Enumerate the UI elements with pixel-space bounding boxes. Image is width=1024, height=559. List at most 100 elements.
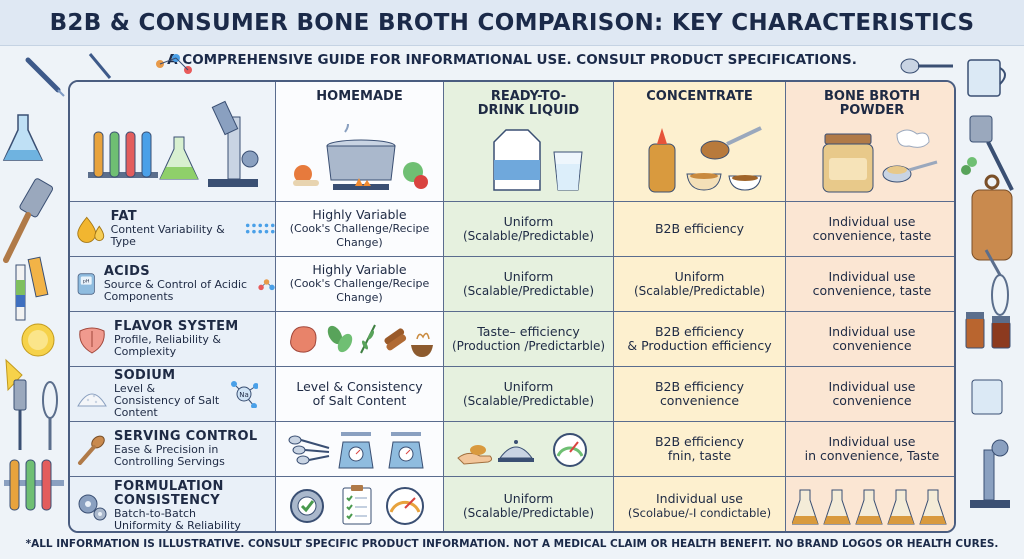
test-tubes-icon [4, 459, 64, 511]
column-header-concentrate: CONCENTRATE [614, 82, 786, 202]
footer-disclaimer: *ALL INFORMATION IS ILLUSTRATIVE. CONSUL… [25, 538, 999, 550]
svg-text:pH: pH [83, 279, 90, 285]
spice-jars-icon [965, 312, 1011, 349]
gear-check-icon [289, 489, 324, 523]
title-bar: B2B & CONSUMER BONE BROTH COMPARISON: KE… [0, 0, 1024, 46]
spice-bowl-icon [410, 332, 433, 357]
bowl-icon [685, 173, 722, 191]
comparison-table: HOMEMADE READY-TO-DRINK LIQUID CONCENTRA… [68, 80, 956, 533]
cell-acids-homemade: Highly Variable(Cook's Challenge/Recipe … [276, 257, 444, 312]
spoon-icon [700, 126, 762, 160]
spatula-small-icon [13, 379, 27, 450]
measuring-spoons-icon [288, 435, 329, 465]
cell-formulation-rtd: Uniform(Scalable/Predictable) [444, 477, 614, 531]
cell-formulation-powder [786, 477, 954, 531]
serving-tools-icon [456, 433, 587, 467]
cutting-board-icon [971, 174, 1013, 261]
measuring-cup-icon [967, 59, 1006, 97]
cell-serving-rtd [444, 422, 614, 477]
molecule-dots-icon [245, 223, 275, 234]
milk-carton-icon [492, 129, 583, 191]
flask-icon [2, 114, 44, 161]
cell-fat-rtd: Uniform(Scalable/Predictable) [444, 202, 614, 257]
stock-pot-icon [292, 124, 428, 190]
rosemary-icon [359, 324, 376, 354]
top-left-lab-decor [88, 53, 192, 79]
measuring-spoon-icon [900, 58, 953, 74]
column-label: BONE BROTH POWDER [824, 89, 920, 118]
ph-meter-icon: pH [77, 273, 95, 295]
ph-strip-icon [15, 256, 49, 321]
gauge-icon [385, 487, 424, 525]
page-title: B2B & CONSUMER BONE BROTH COMPARISON: KE… [49, 9, 975, 36]
test-tube-rack-icon [87, 131, 158, 178]
microscope-icon [970, 439, 1010, 508]
molecule-icon [258, 279, 275, 291]
beakers-icon [792, 489, 947, 525]
vegetables-icon [292, 162, 428, 189]
column-label: CONCENTRATE [646, 89, 753, 104]
cell-flavor-concentrate: B2B efficiency& Production efficiency [614, 312, 786, 367]
page-subtitle: A COMPREHENSIVE GUIDE FOR INFORMATIONAL … [167, 52, 857, 68]
cell-formulation-concentrate: Individual use(Scolabue/-I condictable) [614, 477, 786, 531]
spatula-icon [3, 178, 54, 263]
scoop-icon [882, 160, 938, 183]
meat-icon [289, 326, 316, 353]
bowl-icon [727, 175, 762, 191]
glass-icon [552, 151, 583, 191]
droplet-icon [77, 216, 105, 243]
flask-icon [158, 136, 199, 179]
wooden-spoon-icon [78, 435, 105, 465]
salt-pile-icon [77, 393, 107, 407]
column-label: HOMEMADE [316, 89, 403, 104]
cell-fat-concentrate: B2B efficiency [614, 202, 786, 257]
measuring-tools-icon [288, 432, 424, 469]
flavor-ingredients-icon [289, 324, 433, 357]
tongue-icon [79, 327, 105, 354]
cell-acids-concentrate: Uniform(Scalable/Predictable) [614, 257, 786, 312]
column-label: READY-TO-DRINK LIQUID [477, 89, 580, 118]
right-kitchen-decor [961, 59, 1014, 508]
cell-flavor-homemade [276, 312, 444, 367]
microscope-icon [207, 100, 258, 187]
gauge-icon [552, 433, 587, 467]
whisk-icon [984, 249, 1009, 316]
header-corner [70, 82, 276, 202]
column-header-homemade: HOMEMADE [276, 82, 444, 202]
herb-icon [961, 157, 977, 175]
cell-sodium-rtd: Uniform(Scalable/Predictable) [444, 367, 614, 422]
squeeze-bottle-icon [648, 126, 762, 193]
lemon-icon [5, 323, 55, 392]
svg-text:Na: Na [239, 391, 249, 399]
pipette-icon [88, 53, 112, 79]
sodium-atom-icon: Na [231, 381, 258, 408]
cloche-icon [497, 440, 534, 462]
quality-tools-icon [289, 485, 424, 525]
measuring-cup-icon [971, 379, 1003, 415]
cell-acids-rtd: Uniform(Scalable/Predictable) [444, 257, 614, 312]
cell-flavor-rtd: Taste– efficiency(Production /Predictarb… [444, 312, 614, 367]
left-lab-decor [2, 57, 65, 511]
gears-icon [78, 494, 107, 521]
column-header-powder: BONE BROTH POWDER [786, 82, 954, 202]
whisk-icon [42, 381, 58, 450]
column-header-rtd: READY-TO-DRINK LIQUID [444, 82, 614, 202]
cinnamon-icon [383, 328, 406, 351]
cell-formulation-homemade [276, 477, 444, 531]
pipette-icon [25, 57, 65, 97]
checklist-icon [342, 485, 371, 525]
